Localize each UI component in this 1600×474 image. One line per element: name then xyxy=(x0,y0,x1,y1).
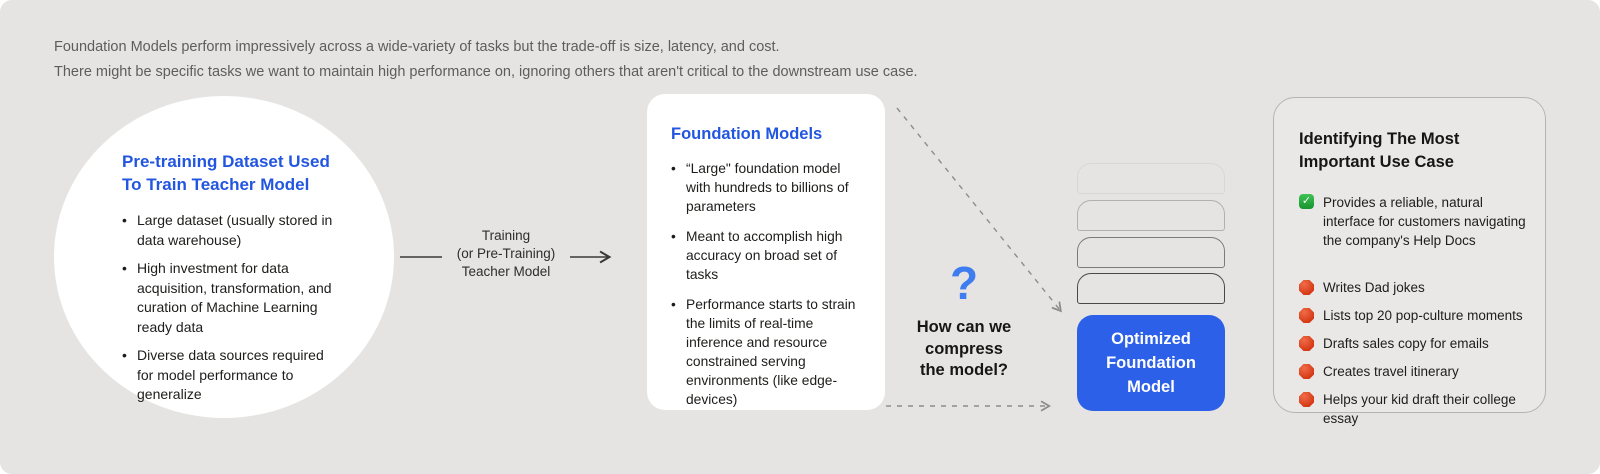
foundation-models-bullets: “Large" foundation model with hundreds t… xyxy=(671,159,861,409)
use-case-title-line1: Identifying The Most xyxy=(1299,130,1460,148)
use-case-stop-item: Drafts sales copy for emails xyxy=(1299,334,1529,353)
stop-icon xyxy=(1299,280,1314,295)
training-arrow-label: Training (or Pre-Training) Teacher Model xyxy=(444,227,568,281)
stop-icon xyxy=(1299,336,1314,351)
teacher-dataset-circle: Pre-training Dataset Used To Train Teach… xyxy=(54,96,394,418)
use-case-stop-item: Writes Dad jokes xyxy=(1299,278,1529,297)
stop-icon xyxy=(1299,308,1314,323)
optimized-box-line3: Model xyxy=(1127,378,1175,396)
teacher-dataset-title: Pre-training Dataset Used To Train Teach… xyxy=(122,150,340,196)
teacher-dataset-bullets: Large dataset (usually stored in data wa… xyxy=(122,211,340,405)
bullet-item: High investment for data acquisition, tr… xyxy=(122,259,340,337)
optimized-foundation-model-box: Optimized Foundation Model xyxy=(1077,315,1225,411)
model-stack-layer-1 xyxy=(1077,163,1225,194)
use-case-card: Identifying The Most Important Use Case … xyxy=(1273,97,1546,426)
compression-question-line1: How can we xyxy=(916,318,1012,336)
use-case-stop-item: Creates travel itinerary xyxy=(1299,362,1529,381)
use-case-stop-text: Lists top 20 pop-culture moments xyxy=(1323,308,1523,323)
bullet-item: “Large" foundation model with hundreds t… xyxy=(671,159,861,216)
foundation-models-title: Foundation Models xyxy=(671,125,823,143)
training-label-line2: (or Pre-Training) xyxy=(456,246,556,261)
model-stack-layer-4 xyxy=(1077,273,1225,304)
use-case-stop-item: Helps your kid draft their college essay xyxy=(1299,390,1529,428)
foundation-models-card: Foundation Models “Large" foundation mod… xyxy=(647,94,885,410)
model-stack-layer-2 xyxy=(1077,200,1225,231)
training-label-line3: Teacher Model xyxy=(461,264,551,279)
teacher-dataset-content: Pre-training Dataset Used To Train Teach… xyxy=(122,150,340,414)
use-case-title: Identifying The Most Important Use Case xyxy=(1299,128,1529,174)
compression-question: ? How can we compress the model? xyxy=(874,258,1054,382)
teacher-dataset-title-line2: To Train Teacher Model xyxy=(122,175,310,194)
teacher-dataset-title-line1: Pre-training Dataset Used xyxy=(122,152,330,171)
bullet-item: Meant to accomplish high accuracy on bro… xyxy=(671,227,861,284)
optimized-box-line2: Foundation xyxy=(1106,354,1196,372)
compression-question-text: How can we compress the model? xyxy=(874,317,1054,382)
intro-line-1: Foundation Models perform impressively a… xyxy=(54,39,780,55)
model-stack-layer-3 xyxy=(1077,237,1225,268)
question-mark-icon: ? xyxy=(949,257,979,309)
training-label-line1: Training xyxy=(481,228,531,243)
compression-question-line3: the model? xyxy=(919,361,1008,379)
use-case-stop-text: Helps your kid draft their college essay xyxy=(1323,392,1516,426)
bullet-item: Large dataset (usually stored in data wa… xyxy=(122,211,340,250)
use-case-check-item: ✓ Provides a reliable, natural interface… xyxy=(1299,193,1529,250)
stop-icon xyxy=(1299,392,1314,407)
intro-line-2: There might be specific tasks we want to… xyxy=(54,64,918,80)
use-case-stop-text: Drafts sales copy for emails xyxy=(1323,336,1489,351)
stop-icon xyxy=(1299,364,1314,379)
intro-text: Foundation Models perform impressively a… xyxy=(54,35,918,85)
use-case-stop-item: Lists top 20 pop-culture moments xyxy=(1299,306,1529,325)
check-icon: ✓ xyxy=(1299,194,1314,209)
use-case-title-line2: Important Use Case xyxy=(1299,153,1454,171)
use-case-stop-text: Writes Dad jokes xyxy=(1323,280,1425,295)
bullet-item: Performance starts to strain the limits … xyxy=(671,295,861,409)
use-case-check-text: Provides a reliable, natural interface f… xyxy=(1323,195,1526,248)
optimized-box-line1: Optimized xyxy=(1111,330,1191,348)
compression-question-line2: compress xyxy=(925,339,1003,358)
bullet-item: Diverse data sources required for model … xyxy=(122,346,340,405)
use-case-stop-text: Creates travel itinerary xyxy=(1323,364,1459,379)
